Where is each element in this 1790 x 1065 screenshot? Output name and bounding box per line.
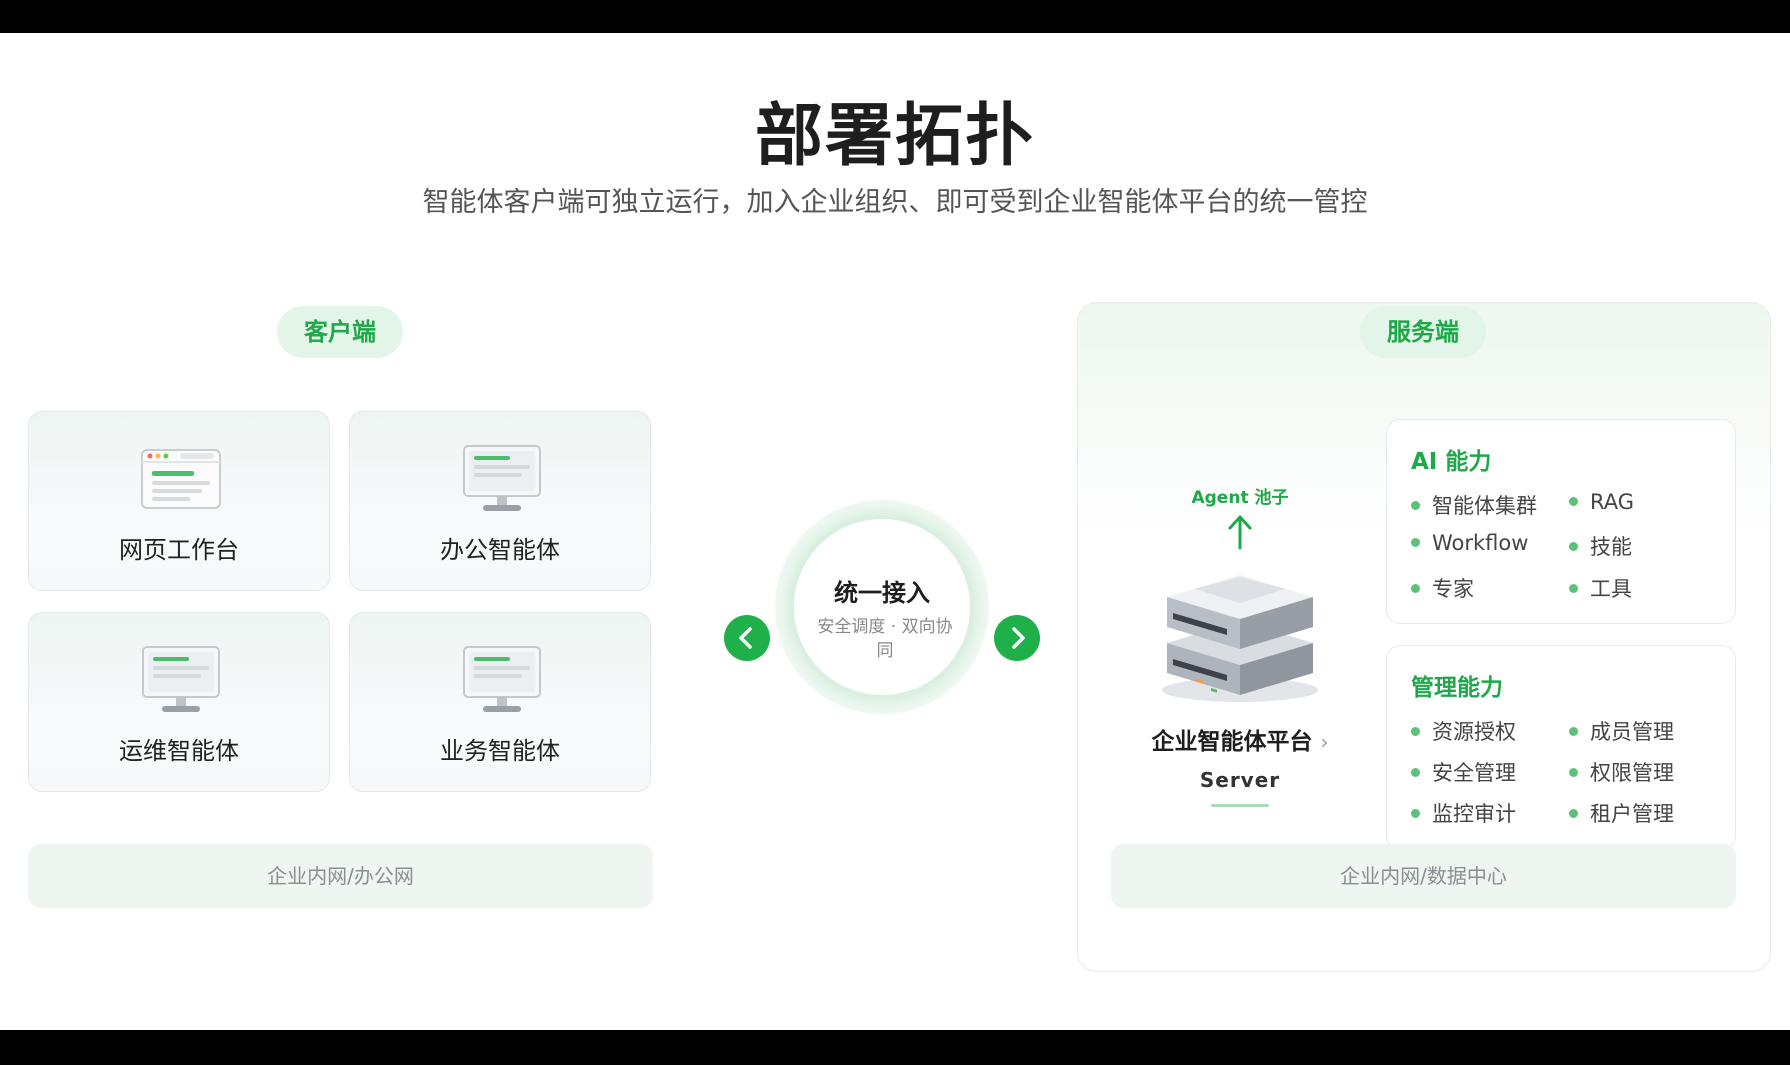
monitor-icon xyxy=(463,445,541,511)
capability-item: 专家 xyxy=(1411,573,1474,603)
client-card-label: 运维智能体 xyxy=(119,737,239,765)
bullet-dot xyxy=(1411,808,1420,818)
monitor-icon xyxy=(142,646,220,712)
client-heading: 客户端 xyxy=(277,306,403,358)
capability-item: RAG xyxy=(1569,490,1634,514)
server-heading: 服务端 xyxy=(1360,306,1486,358)
platform-title[interactable]: 企业智能体平台 › xyxy=(1140,722,1340,756)
bullet-dot xyxy=(1569,583,1578,593)
bullet-dot xyxy=(1411,767,1420,777)
bullet-dot xyxy=(1411,537,1420,547)
platform-underline xyxy=(1211,804,1269,807)
bullet-dot xyxy=(1569,496,1578,506)
monitor-icon xyxy=(463,646,541,712)
bullet-dot xyxy=(1569,726,1578,736)
capability-item: 租户管理 xyxy=(1569,798,1674,828)
chevron-right-icon: › xyxy=(1320,730,1329,754)
bullet-dot xyxy=(1569,541,1578,551)
capability-item: Workflow xyxy=(1411,531,1528,555)
ai-capability-box: AI 能力 智能体集群 RAG Workflow 技能 专家 工具 xyxy=(1386,419,1736,624)
client-card-business-agent[interactable]: 业务智能体 xyxy=(349,612,651,792)
client-card-label: 办公智能体 xyxy=(440,536,560,564)
capability-item: 监控审计 xyxy=(1411,798,1516,828)
client-network-bar: 企业内网/办公网 xyxy=(28,844,653,908)
client-card-ops-agent[interactable]: 运维智能体 xyxy=(28,612,330,792)
client-card-office-agent[interactable]: 办公智能体 xyxy=(349,411,651,591)
capability-item: 技能 xyxy=(1569,531,1632,561)
capability-item: 权限管理 xyxy=(1569,757,1674,787)
bullet-dot xyxy=(1411,500,1420,510)
bullet-dot xyxy=(1411,583,1420,593)
left-arrow-button[interactable] xyxy=(724,615,770,661)
page-subtitle: 智能体客户端可独立运行，加入企业组织、即可受到企业智能体平台的统一管控 xyxy=(422,187,1368,218)
capability-item: 智能体集群 xyxy=(1411,490,1537,520)
platform-subtitle: Server xyxy=(1199,768,1281,792)
management-capability-box: 管理能力 资源授权 成员管理 安全管理 权限管理 监控审计 租户管理 xyxy=(1386,645,1736,850)
ai-capability-title: AI 能力 xyxy=(1411,449,1492,475)
server-network-bar: 企业内网/数据中心 xyxy=(1111,844,1736,908)
management-capability-title: 管理能力 xyxy=(1411,675,1503,701)
capability-item: 安全管理 xyxy=(1411,757,1516,787)
hub-title: 统一接入 xyxy=(834,579,930,607)
chevron-left-icon xyxy=(739,627,752,649)
capability-item: 资源授权 xyxy=(1411,716,1516,746)
hub-subtitle: 安全调度 · 双向协同 xyxy=(817,617,953,661)
server-rack-icon xyxy=(1162,575,1318,702)
bullet-dot xyxy=(1569,767,1578,777)
capability-item: 工具 xyxy=(1569,573,1632,603)
agent-pool-label: Agent 池子 xyxy=(1191,488,1289,508)
platform-title-text: 企业智能体平台 xyxy=(1151,729,1313,755)
client-card-web-workbench[interactable]: 网页工作台 xyxy=(28,411,330,591)
bullet-dot xyxy=(1411,726,1420,736)
client-card-label: 网页工作台 xyxy=(119,536,239,564)
client-card-label: 业务智能体 xyxy=(440,737,560,765)
chevron-right-icon xyxy=(1012,627,1025,649)
bullet-dot xyxy=(1569,808,1578,818)
page-title: 部署拓扑 xyxy=(754,97,1035,176)
capability-item: 成员管理 xyxy=(1569,716,1674,746)
right-arrow-button[interactable] xyxy=(994,615,1040,661)
browser-window-icon xyxy=(141,449,221,509)
unified-access-hub: 统一接入 安全调度 · 双向协同 xyxy=(791,516,973,698)
arrow-up-icon xyxy=(1228,515,1252,550)
